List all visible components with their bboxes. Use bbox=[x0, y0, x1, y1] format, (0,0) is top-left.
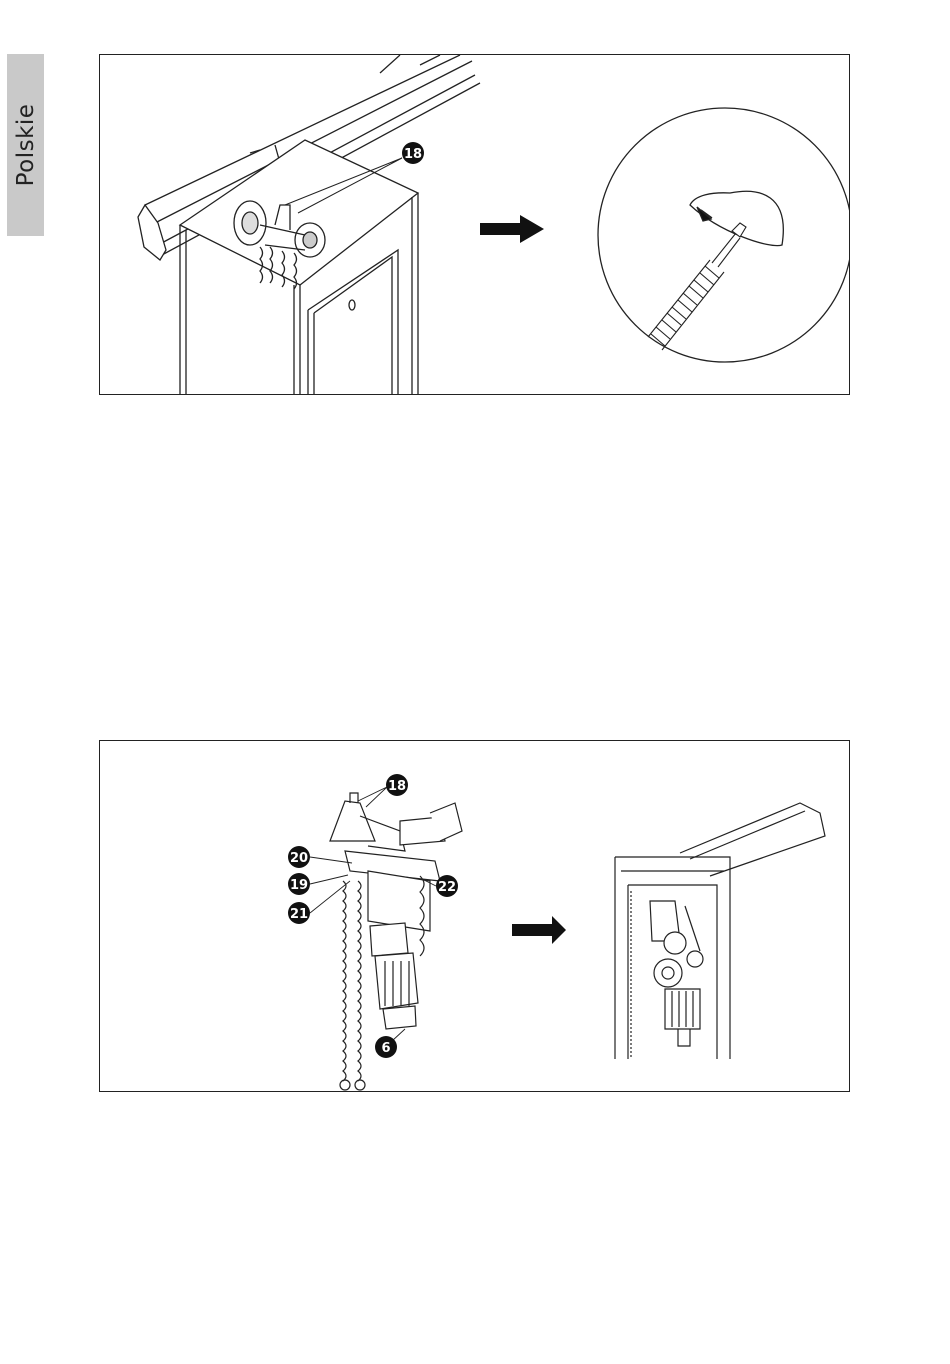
callout-label: 6 bbox=[381, 1041, 390, 1056]
callout-19: 19 bbox=[288, 873, 310, 895]
callout-label: 20 bbox=[290, 851, 308, 866]
right-arrow-icon bbox=[480, 215, 544, 243]
callout-label: 22 bbox=[438, 880, 456, 895]
springs bbox=[340, 881, 365, 1090]
callout-6: 6 bbox=[375, 1036, 397, 1058]
callout-label: 18 bbox=[404, 147, 422, 162]
callout-20: 20 bbox=[288, 846, 310, 868]
cabinet bbox=[180, 140, 418, 395]
callout-18: 18 bbox=[402, 142, 424, 164]
figure-2-mechanism-assembly: 18 20 19 21 22 6 bbox=[99, 740, 850, 1092]
language-tab: Polskie bbox=[7, 54, 44, 236]
callout-22: 22 bbox=[436, 875, 458, 897]
right-arrow-icon bbox=[512, 916, 566, 944]
figure-2-drawing: 18 20 19 21 22 6 bbox=[100, 741, 850, 1092]
detail-circle bbox=[598, 108, 850, 362]
callout-18: 18 bbox=[386, 774, 408, 796]
callout-label: 18 bbox=[388, 779, 406, 794]
figure-1-spring-adjust: 18 bbox=[99, 54, 850, 395]
installed-cabinet-view bbox=[615, 803, 825, 1059]
callout-label: 21 bbox=[290, 907, 308, 922]
figure-1-drawing: 18 bbox=[100, 55, 850, 395]
gearbox-assembly bbox=[330, 793, 462, 1029]
callout-label: 19 bbox=[290, 878, 308, 893]
language-tab-label: Polskie bbox=[13, 104, 39, 187]
callout-21: 21 bbox=[288, 902, 310, 924]
